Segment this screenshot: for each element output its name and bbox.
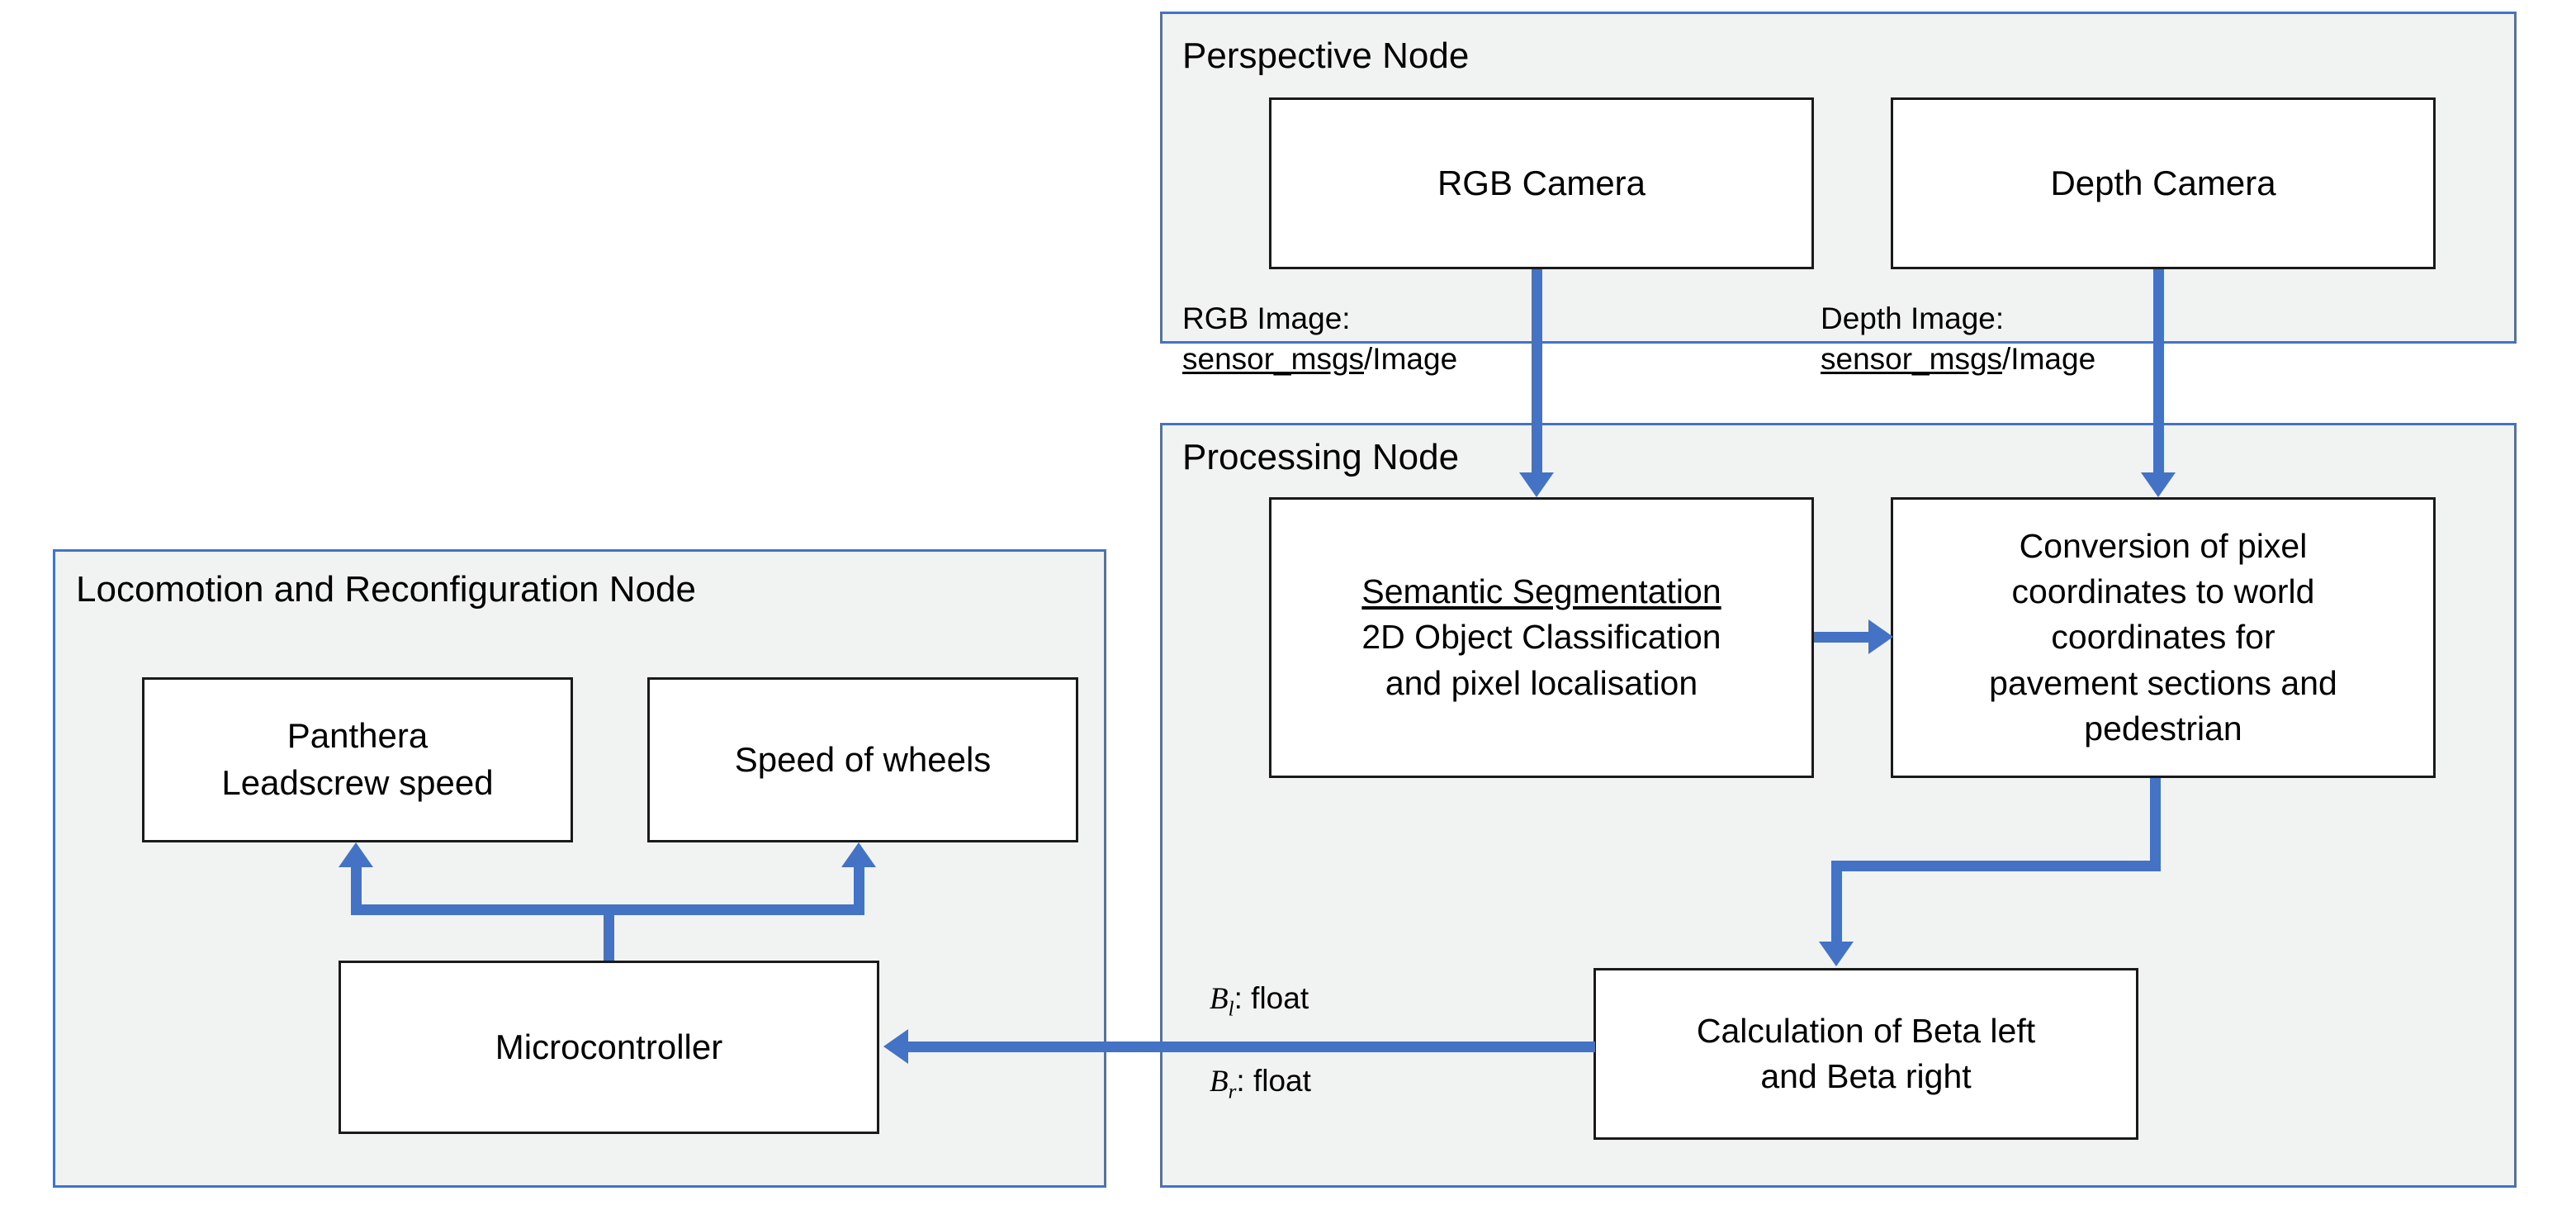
semantic-segmentation-line2: 2D Object Classification	[1361, 618, 1721, 657]
connector-conversion-to-beta-vertical1	[2150, 778, 2161, 871]
wheel-speed-label: Speed of wheels	[734, 739, 992, 779]
connector-conversion-to-beta-vertical2	[1831, 861, 1842, 942]
beta-right-subscript: r	[1228, 1080, 1237, 1103]
depth-image-topic-name: Depth Image:	[1821, 301, 2005, 335]
connector-microcontroller-branch-horizontal	[351, 904, 864, 915]
wheel-speed-box[interactable]: Speed of wheels	[647, 677, 1078, 842]
microcontroller-box[interactable]: Microcontroller	[339, 961, 879, 1134]
microcontroller-label: Microcontroller	[495, 1027, 723, 1066]
leadscrew-line1: Panthera	[286, 716, 429, 756]
rgb-camera-box[interactable]: RGB Camera	[1269, 97, 1814, 269]
conversion-line1: Conversion of pixel	[2019, 526, 2308, 565]
leadscrew-speed-box[interactable]: Panthera Leadscrew speed	[142, 677, 573, 842]
locomotion-node-title: Locomotion and Reconfiguration Node	[76, 569, 696, 610]
conversion-line5: pedestrian	[2084, 709, 2242, 748]
connector-rgb-to-segmentation-stem	[1532, 269, 1542, 472]
beta-calculation-box[interactable]: Calculation of Beta left and Beta right	[1593, 968, 2138, 1140]
connector-microcontroller-to-leadscrew-stem	[351, 867, 362, 915]
conversion-line2: coordinates to world	[2011, 572, 2315, 610]
depth-camera-box[interactable]: Depth Camera	[1891, 97, 2436, 269]
connector-beta-to-microcontroller-arrowhead	[883, 1029, 908, 1064]
pixel-to-world-conversion-box[interactable]: Conversion of pixel coordinates to world…	[1891, 497, 2436, 778]
rgb-camera-label: RGB Camera	[1437, 163, 1646, 202]
conversion-line4: pavement sections and	[1989, 663, 2337, 702]
connector-conversion-to-beta-arrowhead	[1819, 942, 1854, 966]
beta-calculation-line1: Calculation of Beta left	[1696, 1011, 2036, 1050]
connector-depth-to-conversion-arrowhead	[2141, 472, 2176, 497]
rgb-image-topic-name: RGB Image:	[1182, 301, 1351, 335]
beta-left-datatype: : float	[1234, 981, 1309, 1015]
connector-microcontroller-to-wheels-arrowhead	[841, 842, 876, 867]
conversion-line3: coordinates for	[2051, 618, 2275, 657]
connector-depth-to-conversion-stem	[2153, 269, 2164, 472]
semantic-segmentation-box[interactable]: Semantic Segmentation 2D Object Classifi…	[1269, 497, 1814, 778]
beta-right-datatype: : float	[1236, 1064, 1311, 1098]
beta-left-label: Bl: float	[1210, 981, 1309, 1021]
depth-camera-label: Depth Camera	[2050, 163, 2276, 202]
leadscrew-line2: Leadscrew speed	[221, 763, 494, 802]
connector-rgb-to-segmentation-arrowhead	[1519, 472, 1554, 497]
processing-node-title: Processing Node	[1182, 437, 1460, 477]
rgb-image-topic-type: /Image	[1364, 341, 1458, 376]
depth-image-topic-type: /Image	[2002, 341, 2096, 376]
semantic-segmentation-heading: Semantic Segmentation	[1361, 572, 1721, 610]
semantic-segmentation-line3: and pixel localisation	[1385, 663, 1698, 702]
beta-left-symbol: B	[1210, 982, 1229, 1016]
locomotion-node-container	[53, 549, 1106, 1188]
connector-beta-to-microcontroller-stem	[908, 1042, 1595, 1052]
connector-segmentation-to-conversion-arrowhead	[1868, 619, 1893, 654]
depth-image-topic-label: Depth Image: sensor_msgs/Image	[1821, 299, 2095, 380]
beta-right-symbol: B	[1210, 1065, 1229, 1099]
depth-image-topic-package: sensor_msgs	[1821, 341, 2003, 376]
connector-microcontroller-to-leadscrew-arrowhead	[339, 842, 373, 867]
perspective-node-title: Perspective Node	[1182, 36, 1470, 76]
connector-segmentation-to-conversion-stem	[1814, 632, 1868, 643]
beta-right-label: Br: float	[1210, 1064, 1311, 1103]
connector-microcontroller-stem	[604, 904, 614, 961]
connector-microcontroller-to-wheels-stem	[854, 867, 864, 915]
rgb-image-topic-package: sensor_msgs	[1182, 341, 1365, 376]
connector-conversion-to-beta-horizontal	[1831, 861, 2161, 871]
rgb-image-topic-label: RGB Image: sensor_msgs/Image	[1182, 299, 1457, 380]
beta-left-subscript: l	[1228, 998, 1234, 1021]
beta-calculation-line2: and Beta right	[1760, 1057, 1972, 1095]
